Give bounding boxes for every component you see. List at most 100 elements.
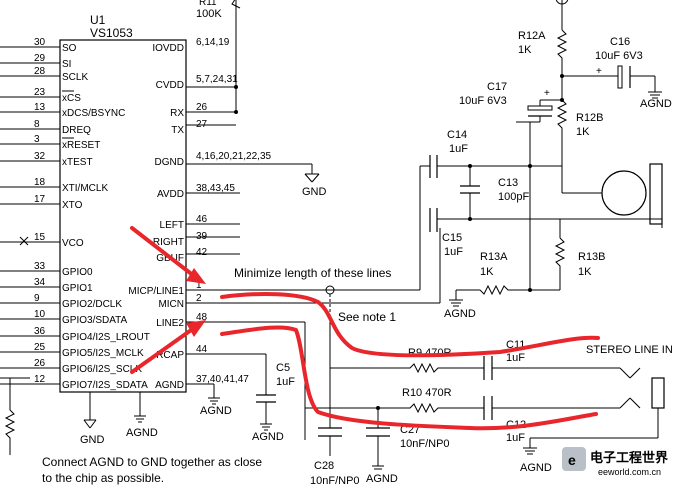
c28-value: 10nF/NP0 [310, 475, 360, 487]
chip-right-pins: IOVDD6,14,19CVDD5,7,24,31RX26TX27DGND4,1… [128, 37, 271, 391]
pin-name: xTEST [62, 157, 93, 168]
agnd-label-6: AGND [520, 462, 552, 474]
pin-name: GPIO6/I2S_SCLK [62, 364, 142, 375]
r12a-value: 1K [518, 44, 532, 56]
c15-value: 1uF [444, 246, 463, 258]
pin-number: 23 [34, 87, 46, 98]
r13a-ref: R13A [480, 251, 508, 263]
gnd-label-1: GND [80, 434, 105, 446]
pin-number: 28 [34, 66, 46, 77]
r13b-value: 1K [578, 266, 592, 278]
pin-name: IOVDD [152, 43, 184, 54]
pin-name: xDCS/BSYNC [62, 108, 125, 119]
pin-name: GPIO4/I2S_LROUT [62, 332, 150, 343]
c16-plus: + [596, 66, 602, 77]
pin-name: RCAP [156, 350, 184, 361]
highlight-arrows [130, 226, 206, 374]
pin-name: RX [170, 108, 184, 119]
c17-ref: C17 [487, 81, 507, 93]
c28-ref: C28 [314, 460, 334, 472]
chip-ref: U1 [90, 13, 106, 27]
chip-part: VS1053 [90, 26, 133, 40]
agnd-label-2: AGND [200, 405, 232, 417]
pin-number: 2 [196, 293, 202, 304]
pin-name: MICN [158, 299, 184, 310]
pin-number: 13 [34, 102, 46, 113]
r10-label: R10 470R [402, 387, 452, 399]
pin-number: 1 [196, 280, 202, 291]
agnd-label-3: AGND [252, 431, 284, 443]
r13b-ref: R13B [578, 251, 606, 263]
r13-network [449, 219, 566, 307]
pin-name: MICP/LINE1 [128, 286, 184, 297]
pin-number: 29 [34, 53, 46, 64]
pin-number: 10 [34, 309, 46, 320]
pin-number: 48 [196, 312, 208, 323]
watermark-cn: 电子工程世界 [590, 450, 668, 465]
stereo-label: STEREO LINE IN [586, 344, 673, 356]
watermark-logo: e 电子工程世界 eeworld.com.cn [562, 447, 668, 477]
c5-ref: C5 [276, 362, 290, 374]
c5-value: 1uF [276, 376, 295, 388]
pin-name: xCS [62, 93, 81, 104]
chip-ground-lines [83, 392, 146, 429]
pin-name: xRESET [62, 140, 100, 151]
pin-number: 46 [196, 214, 208, 225]
pin-number: 36 [34, 326, 46, 337]
pin-number: 42 [196, 247, 208, 258]
pin-name: GPIO0 [62, 267, 93, 278]
svg-text:e: e [568, 452, 576, 468]
c17-plus: + [544, 88, 550, 99]
pin-number: 37,40,41,47 [196, 374, 249, 385]
c11-value: 1uF [506, 352, 525, 364]
agnd-label-1: AGND [126, 427, 158, 439]
r11-value: 100K [196, 8, 222, 20]
pin-name: GPIO7/I2S_SDATA [62, 380, 148, 391]
pin-name: GPIO3/SDATA [62, 315, 128, 326]
c13-value: 100pF [498, 191, 529, 203]
agnd-label-4: AGND [640, 98, 672, 110]
pin-number: 5,7,24,31 [196, 74, 238, 85]
pin-name: RIGHT [153, 237, 184, 248]
r11-ref-partial: R11 [199, 0, 217, 8]
r12a-ref: R12A [518, 30, 546, 42]
r13a-value: 1K [480, 266, 494, 278]
c17-capacitor [516, 100, 553, 240]
pin-number: 9 [34, 293, 40, 304]
c15-capacitor [429, 208, 560, 232]
connect-note-2: to the chip as possible. [42, 471, 164, 485]
c16-value: 10uF 6V3 [595, 50, 643, 62]
rx-tx-wiring [186, 0, 241, 126]
gnd-label-2: GND [302, 186, 327, 198]
c15-ref: C15 [442, 232, 462, 244]
pin-name: VCO [62, 238, 84, 249]
pin-name: TX [171, 125, 184, 136]
c27-value: 10nF/NP0 [400, 438, 450, 450]
pin-number: 32 [34, 151, 46, 162]
pin-number: 30 [34, 37, 46, 48]
c16-capacitor [617, 65, 662, 99]
c16-ref: C16 [610, 36, 630, 48]
line-in-network [240, 321, 665, 455]
pin-name: XTI/MCLK [62, 183, 108, 194]
pin-name: AGND [155, 380, 184, 391]
pin-name: SO [62, 43, 77, 54]
pin-number: 26 [34, 358, 46, 369]
microphone-icon [560, 163, 663, 228]
pin-number: 15 [34, 232, 46, 243]
pin-name: LINE2 [156, 318, 184, 329]
pin-number: 38,43,45 [196, 183, 235, 194]
pin-number: 3 [34, 134, 40, 145]
see-note: See note 1 [338, 310, 396, 324]
c14-capacitor [429, 155, 530, 178]
chip-left-pins: 30SO29SI28SCLK23xCS13xDCS/BSYNC8DREQ3xRE… [0, 37, 150, 391]
agnd-label-7: AGND [366, 473, 398, 485]
no-connect-mark [19, 236, 29, 246]
r12b-ref: R12B [576, 112, 604, 124]
mic-lines [240, 165, 441, 420]
pin-number: 34 [34, 277, 46, 288]
agnd-label-5: AGND [444, 308, 476, 320]
chip-body [59, 39, 187, 393]
pin-number: 44 [196, 344, 208, 355]
pin-name: GPIO1 [62, 283, 93, 294]
